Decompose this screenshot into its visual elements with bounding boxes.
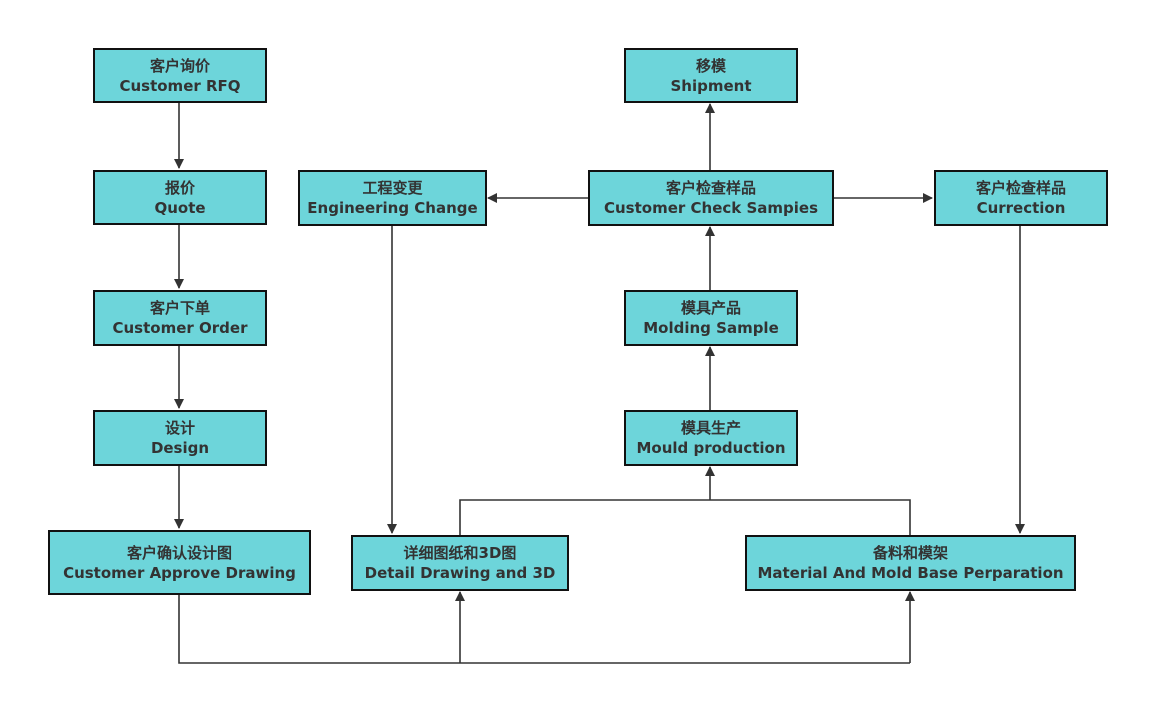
node-customer-approve-drawing: 客户确认设计图 Customer Approve Drawing — [48, 530, 311, 595]
node-label-en: Customer Approve Drawing — [63, 563, 296, 582]
node-label-en: Shipment — [670, 76, 752, 95]
node-correction: 客户检查样品 Currection — [934, 170, 1108, 226]
line-approve-bus — [178, 594, 910, 664]
node-customer-check-samples: 客户检查样品 Customer Check Sampies — [588, 170, 834, 226]
node-customer-order: 客户下单 Customer Order — [93, 290, 267, 346]
node-label-cn: 客户询价 — [149, 56, 210, 75]
node-material-mold-base: 备料和模架 Material And Mold Base Perparation — [745, 535, 1076, 591]
node-quote: 报价 Quote — [93, 170, 267, 225]
node-label-en: Mould production — [636, 439, 786, 457]
node-label-cn: 设计 — [164, 419, 195, 437]
node-label-en: Quote — [154, 198, 206, 217]
node-label-en: Molding Sample — [643, 319, 779, 337]
node-label-cn: 客户检查样品 — [975, 179, 1066, 197]
node-label-en: Engineering Change — [307, 199, 478, 217]
node-label-en: Detail Drawing and 3D — [364, 564, 556, 582]
node-label-en: Customer Order — [112, 319, 248, 337]
node-detail-drawing: 详细图纸和3D图 Detail Drawing and 3D — [351, 535, 569, 591]
line-detail-material-merge — [459, 499, 911, 535]
node-label-cn: 详细图纸和3D图 — [403, 544, 517, 562]
node-shipment: 移模 Shipment — [624, 48, 798, 103]
node-label-cn: 客户下单 — [149, 299, 210, 317]
node-design: 设计 Design — [93, 410, 267, 466]
node-molding-sample: 模具产品 Molding Sample — [624, 290, 798, 346]
node-label-en: Design — [150, 439, 210, 457]
node-customer-rfq: 客户询价 Customer RFQ — [93, 48, 267, 103]
node-label-cn: 报价 — [164, 178, 195, 197]
node-label-en: Customer RFQ — [119, 76, 241, 95]
node-label-en: Currection — [976, 199, 1066, 217]
node-label-cn: 移模 — [695, 56, 726, 75]
node-label-cn: 模具生产 — [680, 419, 741, 437]
node-label-cn: 备料和模架 — [872, 544, 948, 562]
node-label-en: Customer Check Sampies — [604, 199, 818, 217]
node-label-cn: 客户检查样品 — [665, 179, 756, 197]
node-engineering-change: 工程变更 Engineering Change — [298, 170, 487, 226]
node-label-cn: 客户确认设计图 — [126, 543, 232, 562]
node-label-en: Material And Mold Base Perparation — [757, 564, 1064, 582]
node-label-cn: 工程变更 — [362, 179, 423, 197]
node-mould-production: 模具生产 Mould production — [624, 410, 798, 466]
node-label-cn: 模具产品 — [680, 299, 741, 317]
